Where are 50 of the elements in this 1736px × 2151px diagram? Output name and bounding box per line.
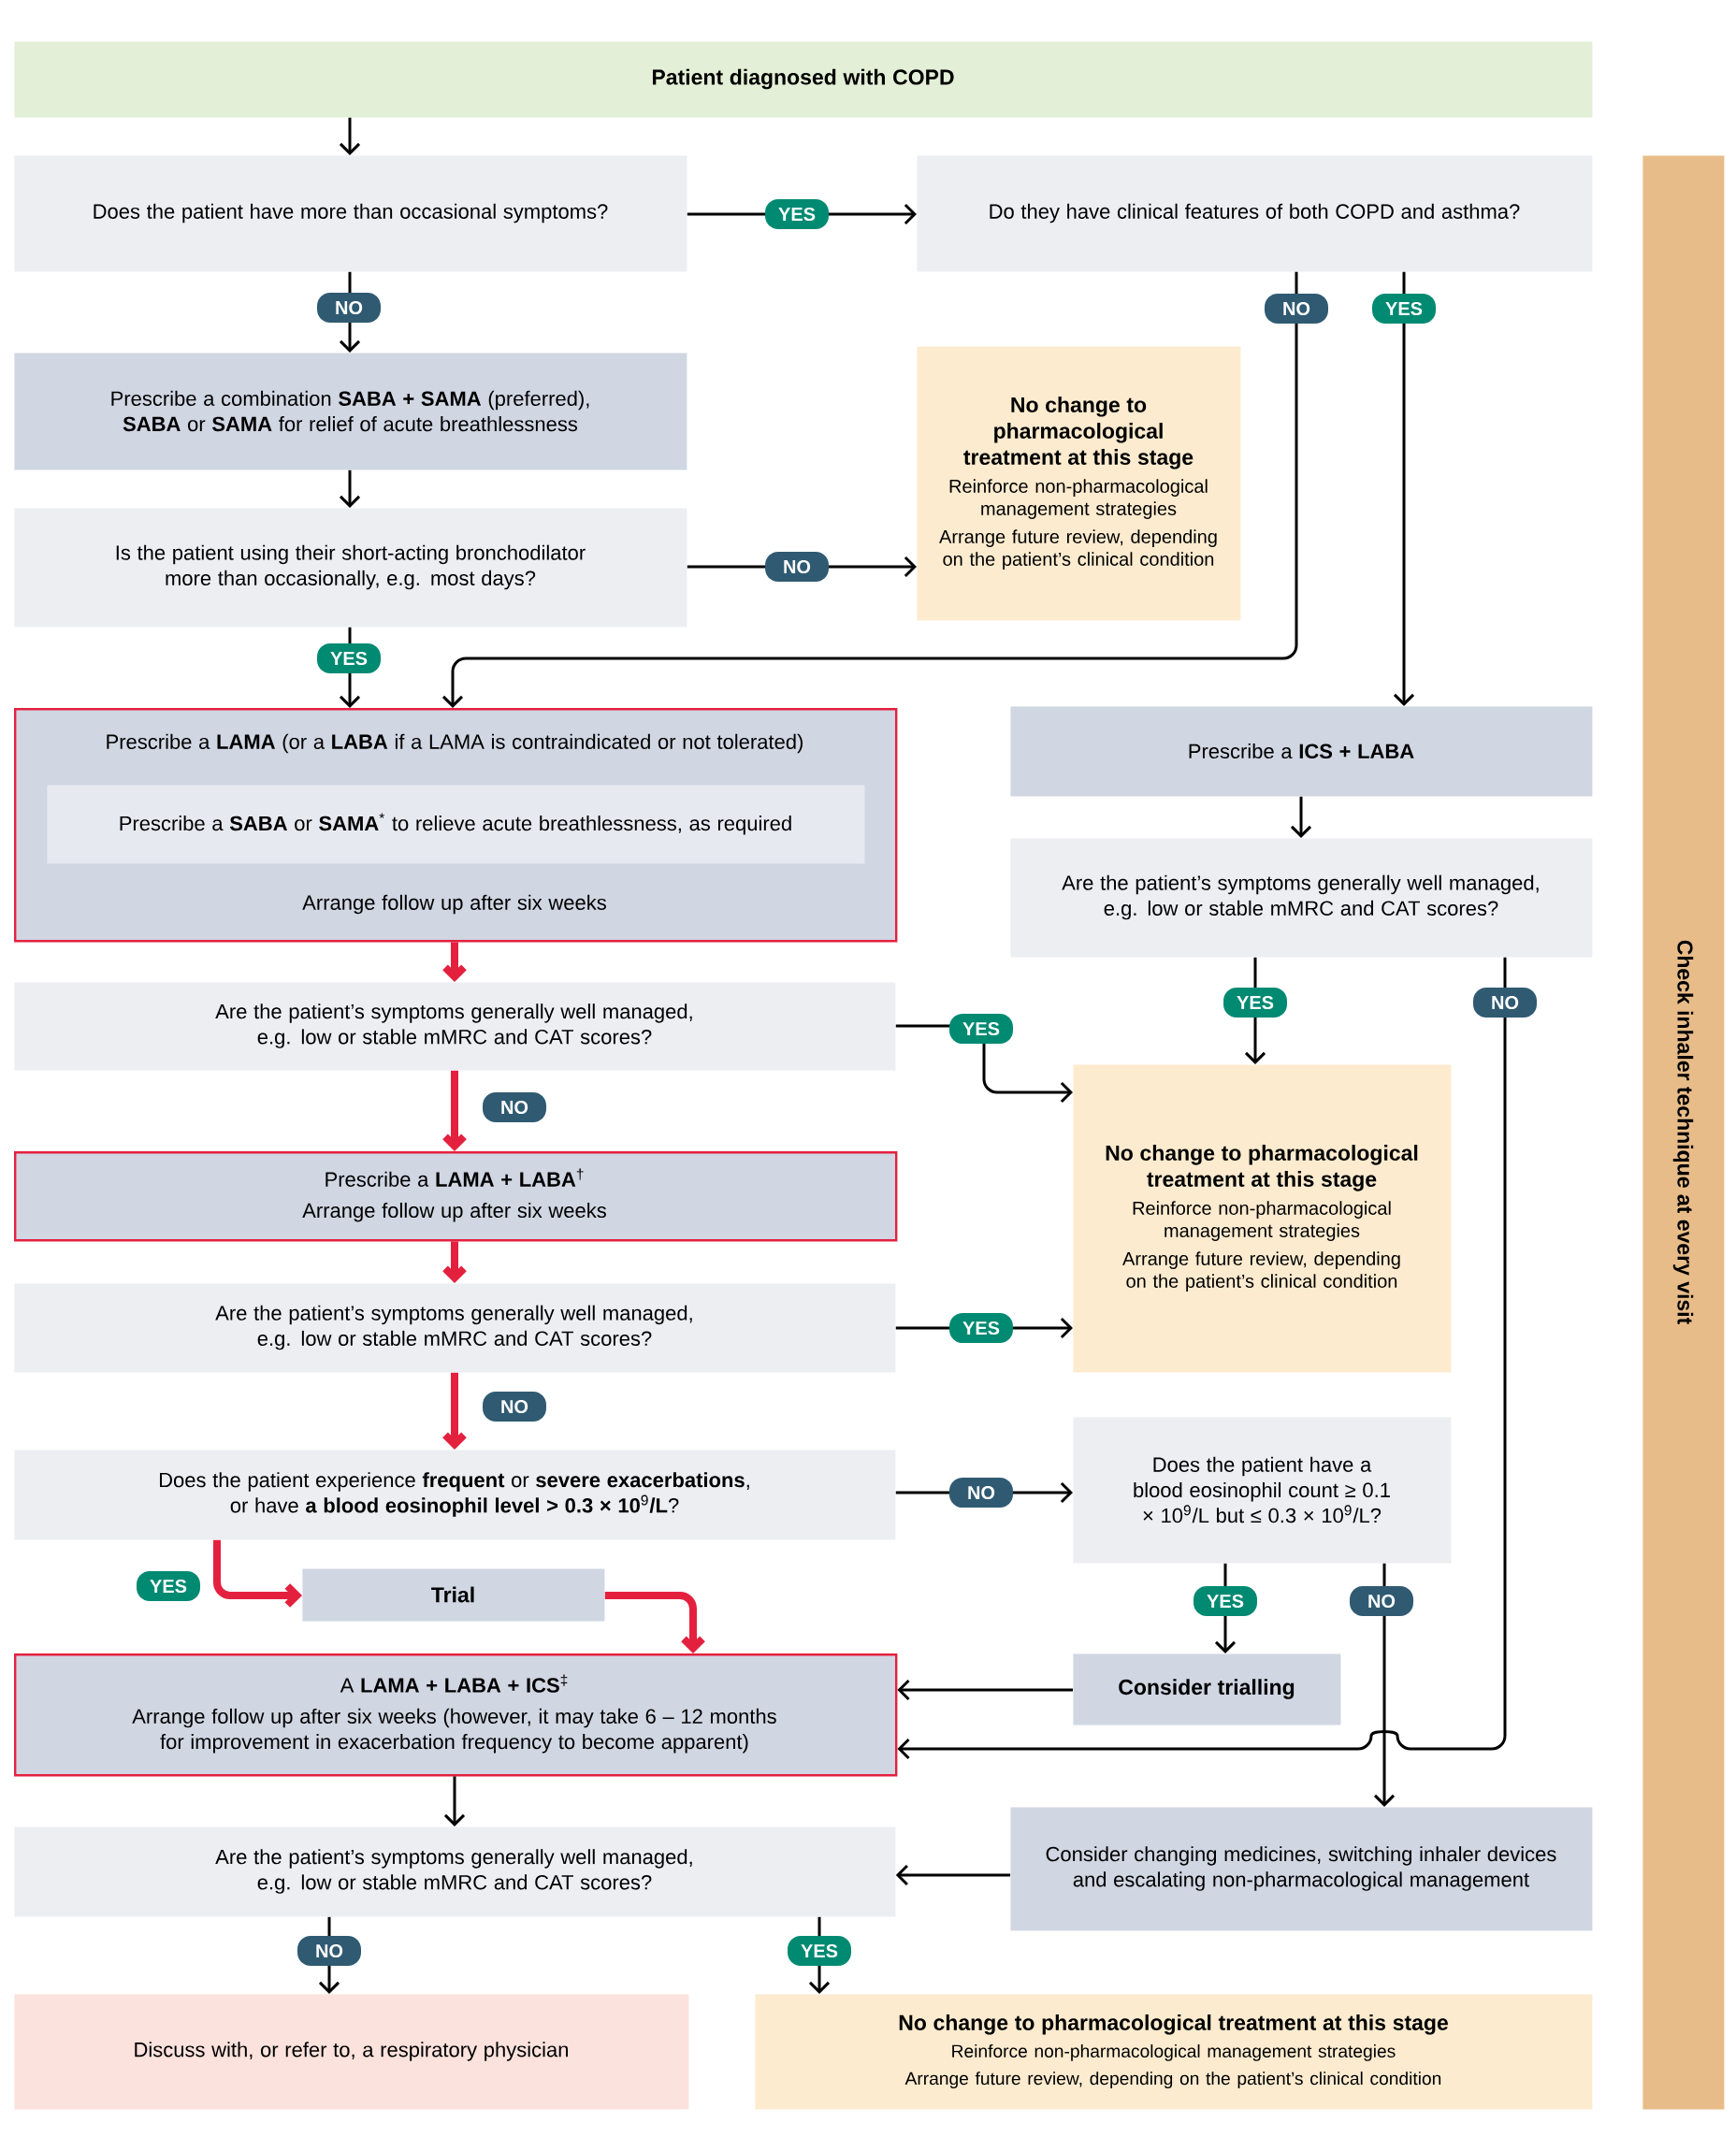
edge-label: YES xyxy=(949,1313,1013,1343)
referral-box: Discuss with, or refer to, a respiratory physician xyxy=(14,1994,689,2110)
question-box: Are the patient’s symptoms generally well managed, e.g. low or stable mMRC and CAT scores? xyxy=(1010,838,1593,958)
arrow xyxy=(443,1776,466,1827)
question-box: Do they have clinical features of both COPD and asthma? xyxy=(917,155,1593,272)
process-box: Trial xyxy=(302,1568,605,1622)
process-box: Prescribe a SABA or SAMA$^{*}$ to relieve acute breathlessness, as required xyxy=(47,785,865,864)
question-box: Are the patient’s symptoms generally well managed, e.g. low or stable mMRC and CAT scores? xyxy=(14,982,896,1071)
arrow xyxy=(339,117,361,155)
process-box: Consider trialling xyxy=(1073,1653,1341,1725)
question-box: Are the patient’s symptoms generally well managed, e.g. low or stable mMRC and CAT scores? xyxy=(14,1283,896,1373)
edge-label: YES xyxy=(765,199,829,229)
edge-label: YES xyxy=(137,1571,200,1601)
process-box: Prescribe a ICS + LABA xyxy=(1010,706,1593,797)
edge-label: YES xyxy=(1223,988,1287,1018)
arrow xyxy=(897,1679,1073,1701)
process-box: Prescribe a LAMA + LABA$^{†}$ Arrange follow up after six weeks xyxy=(14,1151,898,1242)
arrow xyxy=(895,1864,1010,1886)
edge-label: NO xyxy=(765,552,829,582)
process-box: Consider changing medicines, switching inhaler devices and escalating non-pharmacological management xyxy=(1010,1807,1593,1931)
edge-label: NO xyxy=(1265,294,1328,324)
outcome-box: No change to pharmacological treatment at this stage Reinforce non-pharmacological management strategies Arrange future review, depending on the patient’s clinical condition xyxy=(1073,1064,1452,1373)
edge-label: YES xyxy=(1194,1586,1257,1616)
question-box: Does the patient have a blood eosinophil count ≥ 0.1 × 10$^{9}$/L but ≤ 0.3 × 10$^{9}$/L? xyxy=(1073,1417,1452,1564)
outcome-box: No change to pharmacological treatment at this stage Reinforce non-pharmacological management strategies Arrange future review, depending on the patient’s clinical condition xyxy=(755,1994,1593,2110)
arrow xyxy=(339,469,361,508)
edge-label: NO xyxy=(1350,1586,1413,1616)
process-box: Prescribe a combination SABA + SAMA (preferred), SABA or SAMA for relief of acute breathlessness xyxy=(14,353,687,470)
edge-label: YES xyxy=(317,643,381,673)
edge-label: NO xyxy=(483,1092,546,1122)
edge-label: YES xyxy=(788,1936,851,1966)
start-box: Patient diagnosed with COPD xyxy=(14,41,1593,118)
outcome-box: No change to pharmacological treatment at this stage Reinforce non-pharmacological management strategies Arrange future review, depending on the patient’s clinical condition xyxy=(917,346,1241,621)
edge-label: NO xyxy=(949,1478,1013,1508)
question-box: Is the patient using their short-acting bronchodilator more than occasionally, e.g. most days? xyxy=(14,508,687,628)
arrow xyxy=(1393,271,1415,706)
arrow xyxy=(1290,796,1312,838)
question-box: Does the patient experience frequent or severe exacerbations, or have a blood eosinophil level > 0.3 × 10$^{9}$/L? xyxy=(14,1450,896,1540)
process-box: A LAMA + LABA + ICS$^{‡}$ Arrange follow up after six weeks (however, it may take 6 – 12 months for improvement in exacerbation frequency to become apparent) xyxy=(14,1653,898,1777)
edge-label: NO xyxy=(483,1392,546,1422)
question-box: Does the patient have more than occasional symptoms? xyxy=(14,155,687,272)
arrow xyxy=(441,271,1298,708)
edge-label: YES xyxy=(949,1014,1013,1044)
arrow xyxy=(1373,1563,1396,1808)
question-box: Are the patient’s symptoms generally well managed, e.g. low or stable mMRC and CAT scores? xyxy=(14,1826,896,1917)
edge-label: NO xyxy=(1473,988,1537,1018)
edge-label: NO xyxy=(297,1936,361,1966)
side-banner: Check inhaler technique at every visit xyxy=(1642,155,1725,2110)
edge-label: YES xyxy=(1372,294,1436,324)
edge-label: NO xyxy=(317,293,381,323)
